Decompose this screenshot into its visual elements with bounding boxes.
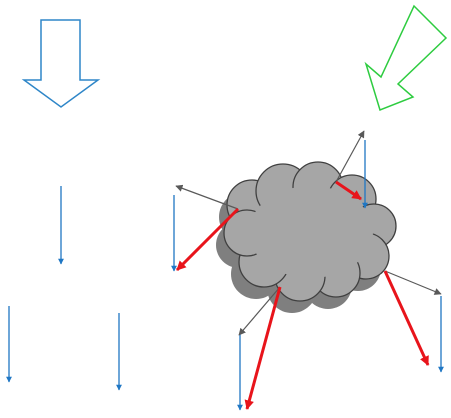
- deflected-ray: [335, 180, 362, 201]
- deflected-ray: [175, 207, 240, 272]
- scattered-rays: [175, 130, 442, 336]
- incoming-rays: [6, 140, 444, 411]
- scattered-ray: [384, 270, 442, 295]
- hollow-diagonal-arrow-icon: [364, 4, 448, 111]
- deflected-ray: [244, 286, 282, 410]
- scattered-ray: [238, 286, 281, 336]
- scattered-ray: [335, 130, 365, 183]
- deflected-rays: [175, 180, 430, 410]
- scattered-ray: [175, 184, 239, 210]
- deflected-ray: [383, 270, 430, 366]
- cloud-icon: [223, 161, 397, 302]
- hollow-down-arrow-icon: [21, 19, 101, 108]
